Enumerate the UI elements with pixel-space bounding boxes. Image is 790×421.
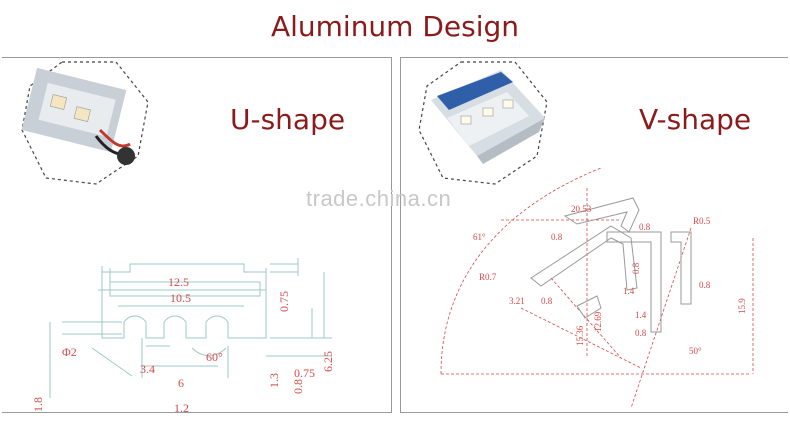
- v-dim-0-8-a: 0.8: [639, 222, 651, 232]
- v-dim-12-69: 12.69: [593, 311, 603, 332]
- u-dim-60-deg-label: 60°: [206, 350, 223, 364]
- v-dim-r0-5: R0.5: [693, 216, 711, 226]
- v-dim-0-8-d: 0.8: [541, 296, 553, 306]
- u-dim-1-8: 1.8: [31, 397, 45, 412]
- watermark: trade.china.cn: [306, 186, 452, 211]
- v-dim-r0-7: R0.7: [479, 272, 497, 282]
- u-shape-drawing-lower: [2, 388, 392, 413]
- v-dim-20-53: 20.53: [571, 204, 592, 214]
- v-dim-61-deg: 61°: [473, 232, 486, 242]
- v-dim-0-8-c: 0.8: [699, 280, 711, 290]
- u-dim-0-75-bottom-label: 0.75: [294, 366, 315, 380]
- u-dim-3-4-label: 3.4: [140, 362, 155, 376]
- v-dim-0-8-f: 0.8: [631, 262, 641, 274]
- v-dim-0-8-e: 0.8: [635, 328, 647, 338]
- u-dim-6-label: 6: [178, 376, 184, 390]
- u-dim-0-8: 0.8: [291, 379, 305, 394]
- u-shape-label: U-shape: [230, 103, 346, 136]
- v-dim-0-8-b: 0.8: [551, 232, 563, 242]
- v-dim-15-9: 15.9: [737, 298, 747, 314]
- v-dim-3-21: 3.21: [509, 296, 525, 306]
- v-dim-50-deg: 50°: [689, 346, 702, 356]
- u-dim-6-25: 6.25: [321, 351, 335, 372]
- u-dim-phi-2: Φ2: [62, 345, 77, 359]
- v-shape-product-photo: [418, 61, 548, 185]
- u-dim-10-5: 10.5: [170, 291, 191, 305]
- u-shape-product-photo: [21, 61, 149, 185]
- v-dim-1-4-b: 1.4: [635, 310, 647, 320]
- u-dim-12-5: 12.5: [168, 275, 189, 289]
- v-dim-15-36: 15.36: [575, 325, 585, 346]
- v-shape-label: V-shape: [639, 103, 752, 136]
- v-dim-1-4-a: 1.4: [623, 286, 635, 296]
- u-shape-drawing: 12.5 10.5 0.75 Φ2 6.25 1.3 0.8 1.8 1.2: [31, 258, 335, 413]
- v-shape-drawing: 61° 20.53 R0.5 0.8 0.8 R0.7 1.4 0.8 3.21…: [440, 167, 754, 409]
- v-shape-panel: V-shape 61° 20.53 R0.5 0.8 0.8 R0.7 1.: [400, 57, 788, 413]
- u-dim-1-2: 1.2: [174, 401, 189, 413]
- u-shape-panel: U-shape: [2, 57, 392, 413]
- u-dim-0-75-top: 0.75: [277, 291, 291, 312]
- u-dim-1-3: 1.3: [267, 373, 281, 388]
- page-title: Aluminum Design: [270, 9, 520, 43]
